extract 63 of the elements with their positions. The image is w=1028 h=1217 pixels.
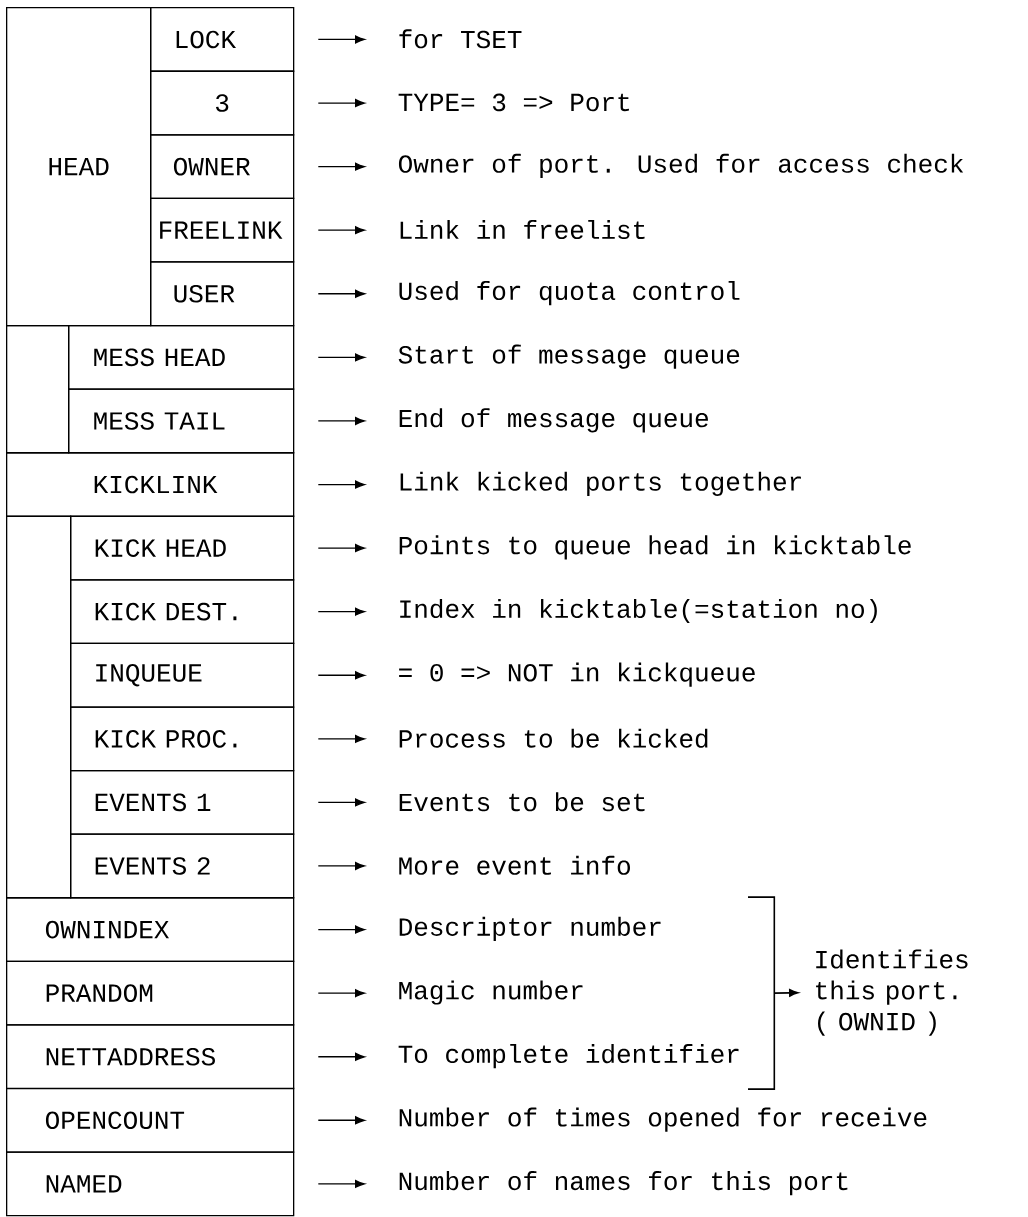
table-cell: HEAD <box>6 7 152 327</box>
description-text: Process to be kicked <box>399 728 708 748</box>
table-cell: FREELINK <box>150 197 295 263</box>
description-text: Owner of port. Used for access check <box>398 153 964 178</box>
table-cell: MESS TAIL <box>68 388 295 454</box>
arrow <box>317 35 365 44</box>
description-text: Points to queue head in kicktable <box>399 535 911 560</box>
table-cell: OPENCOUNT <box>6 1087 295 1153</box>
description-text: Start of message queue <box>398 344 740 369</box>
table-cell: KICK DEST. <box>70 579 295 645</box>
description-text: Events to be set <box>399 792 645 812</box>
arrow <box>317 989 365 998</box>
description-text: End of message queue <box>399 408 708 433</box>
description-text: Number of names for this port <box>399 1171 848 1196</box>
arrow <box>317 544 365 553</box>
bracket <box>747 896 776 1090</box>
arrow <box>773 988 799 997</box>
table-cell: PRANDOM <box>6 960 295 1026</box>
arrow <box>317 861 365 870</box>
description-text: To complete identifier <box>398 1044 739 1069</box>
table-cell <box>6 324 70 454</box>
arrow <box>317 607 365 616</box>
arrow <box>317 480 365 489</box>
description-text: TYPE= 3 => Port <box>398 93 629 112</box>
arrow <box>317 416 365 425</box>
table-cell: KICKLINK <box>6 452 295 517</box>
table-cell: EVENTS 1 <box>70 769 295 835</box>
table-cell: NETTADDRESS <box>6 1024 295 1090</box>
arrow <box>317 162 365 171</box>
table-cell: OWNER <box>150 134 295 200</box>
description-text: Descriptor number <box>399 916 661 942</box>
table-cell: EVENTS 2 <box>70 833 295 899</box>
description-text: Used for quota control <box>399 281 740 306</box>
table-cell: USER <box>150 261 295 327</box>
arrow <box>317 289 365 298</box>
table-cell: OWNINDEX <box>6 897 295 962</box>
arrow <box>317 1179 365 1188</box>
arrow <box>317 671 365 680</box>
arrow <box>317 353 365 362</box>
table-cell: 3 <box>150 70 295 136</box>
annotation-text: Identifies this port. ( OWNID ) <box>816 949 968 1036</box>
table-cell: KICK PROC. <box>70 706 295 772</box>
table-cell: INQUEUE <box>70 642 295 708</box>
arrow <box>317 226 365 235</box>
arrow <box>317 925 365 934</box>
description-text: Number of times opened for receive <box>399 1107 927 1132</box>
arrow <box>317 734 365 743</box>
description-text: for TSET <box>399 29 522 49</box>
description-text: More event info <box>399 855 630 875</box>
description-text: = 0 => NOT in kickqueue <box>399 662 755 687</box>
table-cell: LOCK <box>150 7 295 72</box>
description-text: Link in freelist <box>400 219 645 240</box>
arrow <box>317 798 365 807</box>
arrow <box>317 1116 365 1125</box>
table-cell <box>6 515 72 899</box>
table-cell: NAMED <box>6 1151 295 1217</box>
table-cell: MESS HEAD <box>68 324 295 390</box>
arrow <box>317 1052 365 1061</box>
table-cell: KICK HEAD <box>70 515 295 581</box>
description-text: Link kicked ports together <box>400 471 801 496</box>
arrow <box>317 99 365 108</box>
description-text: Index in kicktable(=station no) <box>400 598 877 624</box>
description-text: Magic number <box>399 980 583 1005</box>
